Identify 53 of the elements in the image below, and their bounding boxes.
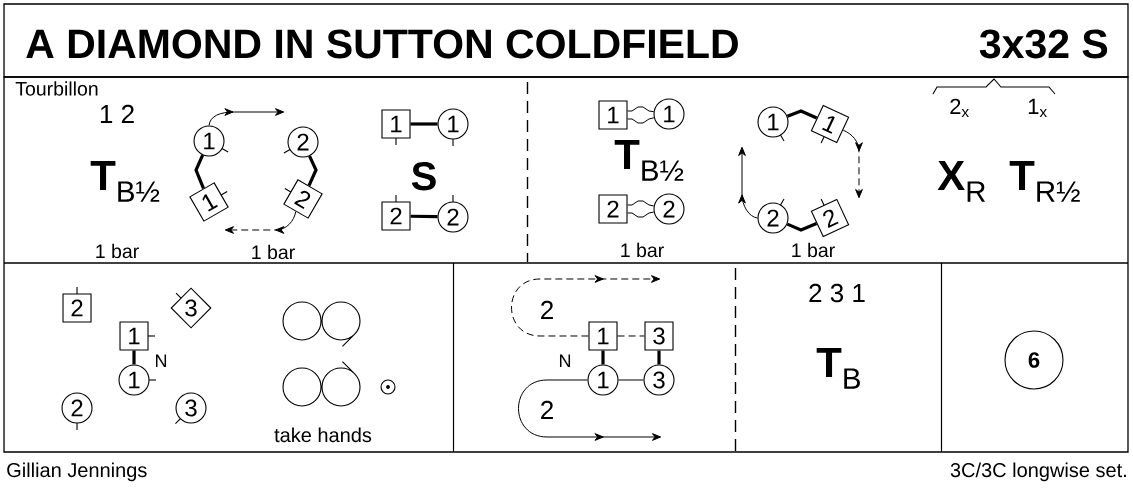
numbered-square: 1 [598,100,628,130]
connector-line [307,155,318,187]
connector-line [627,211,655,218]
dashed-line [617,335,645,337]
bar-count: 1 bar [792,242,835,258]
connector-line [657,350,661,365]
curved-arrow [208,108,285,126]
author-name: Gillian Jennings [7,462,147,482]
set-format: 3x32 S [979,29,1108,59]
bar-count: 1 bar [252,244,295,260]
numbered-square: 2 [62,293,92,323]
numbered-square: 1 [588,321,618,351]
connector-line [410,122,438,126]
bar-count: 1 bar [96,243,139,259]
formation-symbol: S [411,162,436,191]
numbered-square: 3 [644,321,674,351]
direction-letter: N [156,354,167,367]
formation-symbol: T$_{R½}$ [1009,161,1080,202]
number-label: 2 [541,300,553,319]
couple-numbers: 2 3 1 [809,283,865,303]
formation-symbol: T$_{B½}$ [614,140,684,181]
connector-line [627,200,655,207]
numbered-square: 1 [119,321,149,351]
connector-line [132,350,136,365]
brace-label: 1$_{x}$ [1028,98,1047,118]
formation-symbol: X$_{R}$ [937,161,986,202]
number-label: 2 [541,400,553,419]
formation-symbol: T$_{B}$ [816,348,860,389]
curved-arrow [842,129,863,199]
title: A DIAMOND IN SUTTON COLDFIELD [26,29,738,59]
couple-numbers: 1 2 [100,104,134,123]
figure-name: Tourbillon [15,81,98,96]
numbered-square: 1 [381,109,411,139]
connector-line [410,214,438,219]
brace-label: 2$_{x}$ [950,98,969,118]
connector-line [786,222,818,232]
curved-arrow [511,275,661,337]
formation-symbol: T$_{B½}$ [90,161,160,202]
curved-arrow [518,379,662,441]
bar-count: 1 bar [621,242,664,258]
connector-line [601,350,605,365]
numbered-square: 2 [381,201,411,231]
curved-arrow [738,146,758,219]
connector-line [194,154,205,189]
connector-line [627,106,655,113]
direction-letter: N [560,354,571,367]
connector-line [627,117,655,124]
connector-line [786,109,818,120]
set-type: 3C/3C longwise set. [950,462,1126,482]
curved-arrow [224,211,297,234]
caption: take hands [274,427,372,443]
numbered-square: 2 [598,194,628,224]
connector-line [618,379,644,381]
